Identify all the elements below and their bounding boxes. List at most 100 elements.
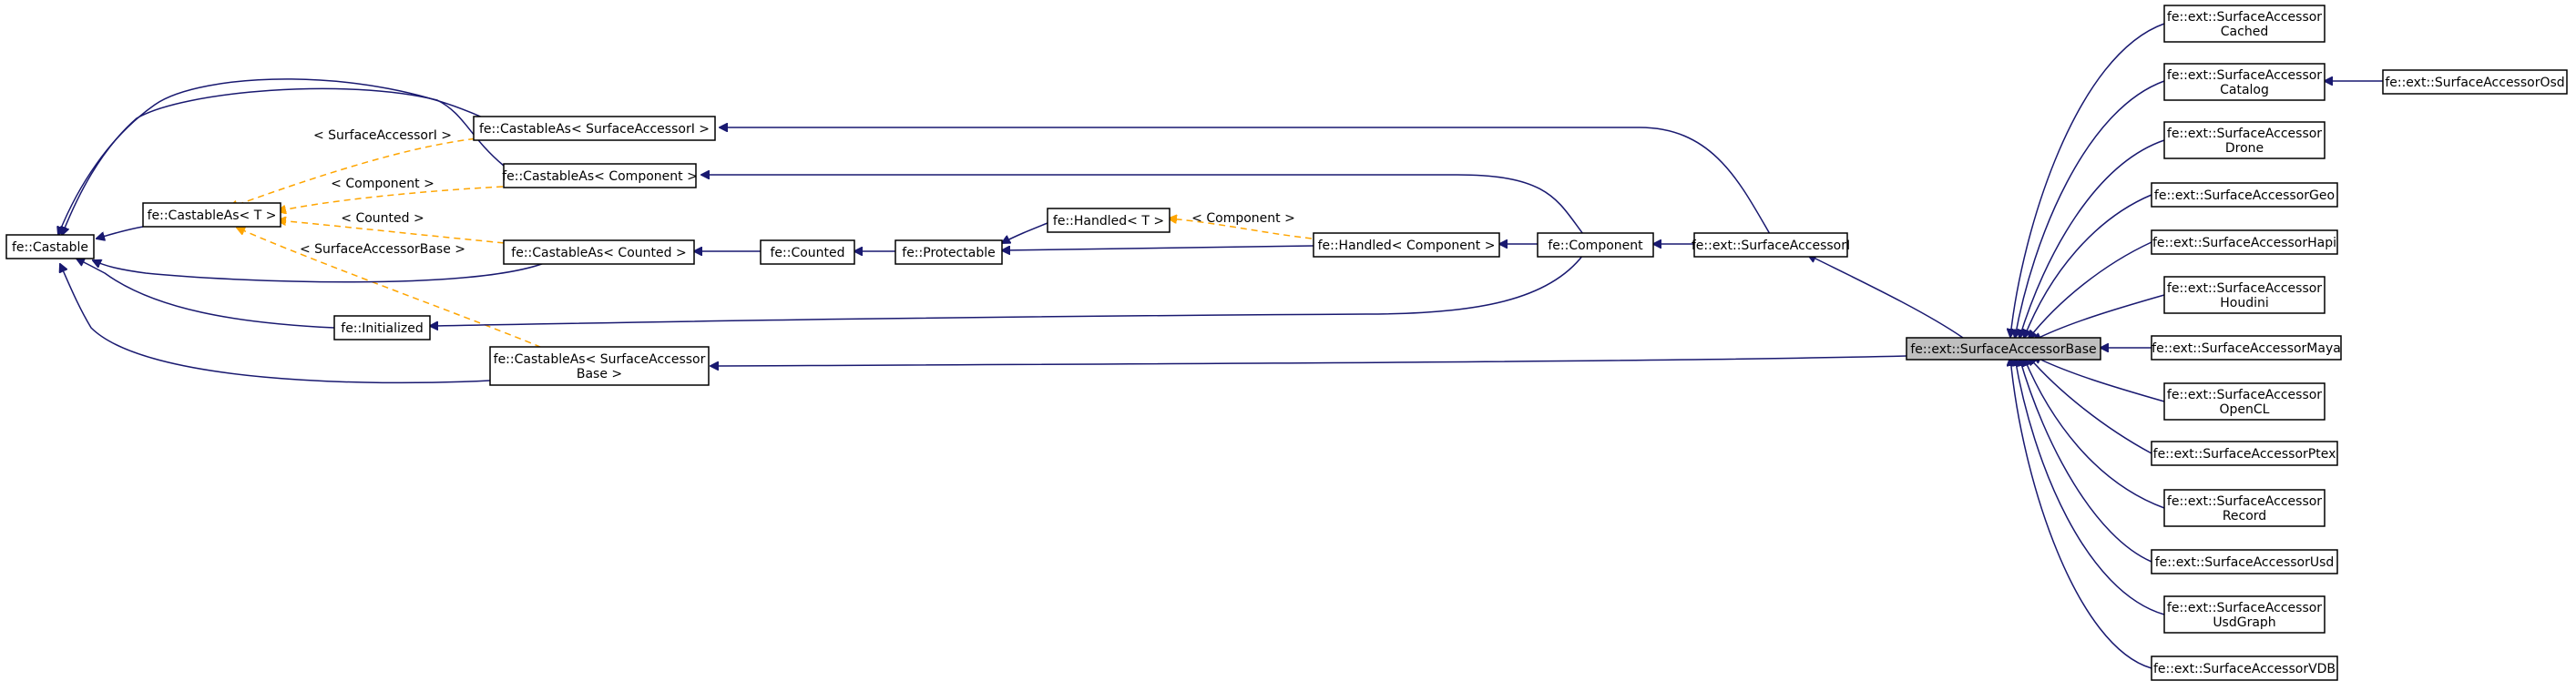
- edge-castableas-surfaceaccessorbase-to-castable: [60, 264, 491, 384]
- node-handled-component[interactable]: fe::Handled< Component >: [1313, 232, 1500, 258]
- edge-label-component: < Component >: [331, 177, 434, 191]
- node-box: [2163, 121, 2326, 159]
- node-surfaceaccessorbase[interactable]: fe::ext::SurfaceAccessorBase: [1906, 337, 2101, 361]
- node-box: [2163, 595, 2326, 634]
- node-label: fe::CastableAs< T >: [148, 208, 277, 223]
- edge-castableas-component-to-castable: [62, 87, 505, 235]
- edge-sa-vdb-to-base: [2010, 358, 2152, 669]
- node-sa-usd[interactable]: fe::ext::SurfaceAccessorUsd: [2151, 549, 2338, 574]
- edge-surfaceaccessori-to-castableas-surfaceaccessori: [720, 127, 1771, 235]
- edge-surfaceaccessorbase-to-surfaceaccessori: [1808, 255, 1964, 339]
- edge-castableas-t-to-component: [278, 186, 504, 211]
- edge-castableas-t-to-surfaceaccessori: [230, 136, 497, 208]
- node-label: fe::ext::SurfaceAccessorBase: [1910, 342, 2096, 357]
- edge-sa-hapi-to-base: [2029, 241, 2152, 339]
- node-label: fe::CastableAs< Component >: [502, 169, 698, 184]
- node-component[interactable]: fe::Component: [1537, 232, 1654, 258]
- node-box: [1313, 232, 1500, 258]
- edge-sa-opencl-to-base: [2033, 356, 2165, 402]
- node-label: fe::ext::SurfaceAccessorHapi: [2152, 236, 2336, 250]
- edge-surfaceaccessorbase-to-castableas-surfaceaccessorbase: [710, 355, 1907, 366]
- node-label: Drone: [2225, 141, 2264, 156]
- node-label: fe::ext::SurfaceAccessor: [2167, 601, 2322, 615]
- node-box: [2151, 182, 2338, 208]
- node-box: [1537, 232, 1654, 258]
- node-label: OpenCL: [2220, 402, 2270, 417]
- edge-sa-ptex-to-base: [2029, 357, 2152, 454]
- node-box: [503, 239, 695, 265]
- node-sa-osd[interactable]: fe::ext::SurfaceAccessorOsd: [2382, 69, 2568, 95]
- node-label: Record: [2223, 509, 2266, 523]
- node-counted[interactable]: fe::Counted: [760, 239, 855, 265]
- edge-sa-usd-to-base: [2019, 358, 2152, 563]
- node-box: [503, 163, 697, 188]
- node-label: fe::ext::SurfaceAccessor: [2167, 10, 2322, 25]
- node-label: fe::Protectable: [902, 246, 995, 260]
- edge-handled-t-to-protectable: [1002, 222, 1048, 243]
- node-castable[interactable]: fe::Castable: [5, 234, 95, 259]
- edge-sa-cached-to-base: [2010, 23, 2165, 337]
- node-label: fe::ext::SurfaceAccessorUsd: [2155, 555, 2335, 570]
- node-box: [1693, 232, 1848, 258]
- node-label: fe::Handled< Component >: [1318, 239, 1496, 253]
- node-box: [2163, 5, 2326, 43]
- node-box: [2151, 229, 2338, 255]
- node-box: [2151, 655, 2338, 681]
- node-box: [2151, 549, 2338, 574]
- node-sa-vdb[interactable]: fe::ext::SurfaceAccessorVDB: [2151, 655, 2338, 681]
- edge-castableas-t-to-counted: [278, 220, 516, 245]
- node-surfaceaccessori[interactable]: fe::ext::SurfaceAccessorI: [1692, 232, 1850, 258]
- node-protectable[interactable]: fe::Protectable: [894, 239, 1003, 265]
- node-sa-maya[interactable]: fe::ext::SurfaceAccessorMaya: [2151, 335, 2342, 361]
- node-box: [2163, 489, 2326, 527]
- node-castableas-t[interactable]: fe::CastableAs< T >: [142, 202, 281, 228]
- node-sa-hapi[interactable]: fe::ext::SurfaceAccessorHapi: [2151, 229, 2338, 255]
- node-handled-t[interactable]: fe::Handled< T >: [1047, 208, 1170, 233]
- edge-label-surfaceaccessori: < SurfaceAccessorI >: [313, 128, 452, 143]
- node-box: [1047, 208, 1170, 233]
- node-label: fe::ext::SurfaceAccessorI: [1692, 239, 1850, 253]
- node-label: fe::ext::SurfaceAccessor: [2167, 494, 2322, 509]
- edge-component-to-castableas-component: [701, 175, 1584, 235]
- edge-sa-record-to-base: [2024, 358, 2165, 509]
- node-label: fe::ext::SurfaceAccessor: [2167, 68, 2322, 83]
- node-castableas-surfaceaccessori[interactable]: fe::CastableAs< SurfaceAccessorI >: [473, 116, 716, 141]
- edge-castableas-surfaceaccessori-to-castable: [58, 78, 486, 235]
- node-box: [760, 239, 855, 265]
- node-sa-ptex[interactable]: fe::ext::SurfaceAccessorPtex: [2151, 441, 2338, 466]
- node-label: fe::Castable: [12, 240, 88, 255]
- edge-sa-houdini-to-base: [2033, 294, 2165, 340]
- edge-label-handled-component: < Component >: [1191, 211, 1295, 226]
- node-label: fe::ext::SurfaceAccessor: [2167, 388, 2322, 402]
- edge-sa-usdgraph-to-base: [2015, 358, 2165, 615]
- node-label: Catalog: [2220, 83, 2269, 97]
- node-label: fe::ext::SurfaceAccessorPtex: [2153, 447, 2336, 462]
- node-sa-geo[interactable]: fe::ext::SurfaceAccessorGeo: [2151, 182, 2338, 208]
- node-label: fe::ext::SurfaceAccessorVDB: [2153, 662, 2336, 676]
- node-box: [142, 202, 281, 228]
- node-box: [5, 234, 95, 259]
- edge-label-counted: < Counted >: [341, 211, 424, 226]
- node-box: [894, 239, 1003, 265]
- node-label: fe::CastableAs< SurfaceAccessorI >: [479, 122, 710, 137]
- edge-sa-geo-to-base: [2024, 194, 2152, 338]
- node-castableas-surfaceaccessorbase[interactable]: fe::CastableAs< SurfaceAccessorBase >: [489, 346, 710, 386]
- node-label: fe::Handled< T >: [1053, 214, 1164, 229]
- edge-initialized-to-castable: [77, 259, 335, 329]
- node-label: fe::CastableAs< SurfaceAccessor: [494, 352, 706, 367]
- node-label: UsdGraph: [2213, 615, 2275, 630]
- node-label: fe::Initialized: [341, 321, 423, 336]
- node-box: [2163, 63, 2326, 101]
- node-box: [2163, 382, 2326, 421]
- node-castableas-counted[interactable]: fe::CastableAs< Counted >: [503, 239, 695, 265]
- node-initialized[interactable]: fe::Initialized: [333, 315, 431, 340]
- node-castableas-component[interactable]: fe::CastableAs< Component >: [502, 163, 698, 188]
